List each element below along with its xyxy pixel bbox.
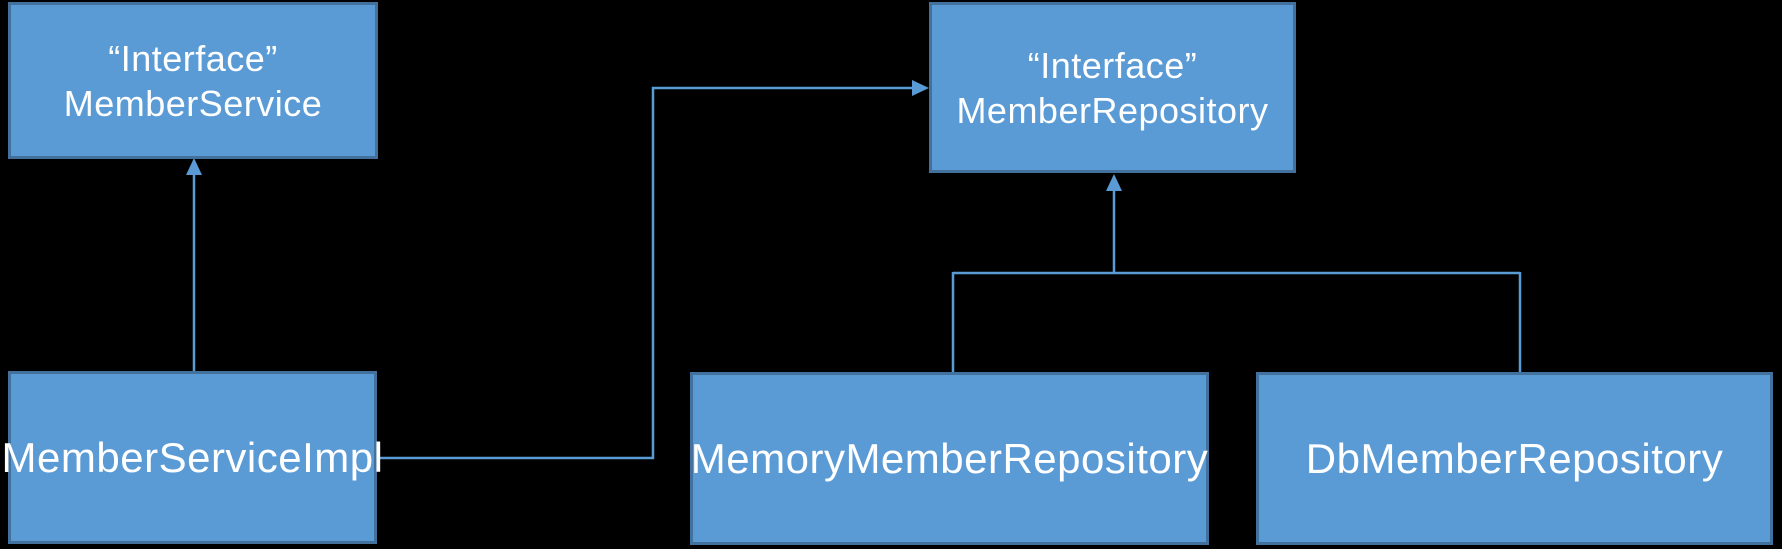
node-memory-member-repository: MemoryMemberRepository (690, 372, 1209, 545)
node-member-repository-interface: “Interface” MemberRepository (929, 2, 1296, 173)
arrowhead-up-icon (186, 158, 202, 175)
stereotype-label: “Interface” (1027, 44, 1198, 86)
class-name-label: MemoryMemberRepository (690, 434, 1209, 482)
class-name-label: MemberRepository (956, 89, 1269, 131)
arrowhead-up-icon (1106, 174, 1122, 191)
class-name-label: MemberServiceImpl (1, 433, 384, 481)
class-name-label: MemberService (63, 82, 323, 124)
node-member-service-impl: MemberServiceImpl (2, 371, 383, 544)
arrow-impl-to-memberservice (186, 158, 202, 371)
arrow-repositories-to-memberrepository (951, 174, 1522, 372)
node-db-member-repository: DbMemberRepository (1256, 372, 1773, 545)
arrowhead-right-icon (912, 80, 929, 96)
node-member-service-interface: “Interface” MemberService (8, 2, 378, 159)
arrow-impl-to-memberrepository (377, 80, 929, 460)
class-name-label: DbMemberRepository (1305, 434, 1724, 482)
stereotype-label: “Interface” (108, 37, 278, 79)
